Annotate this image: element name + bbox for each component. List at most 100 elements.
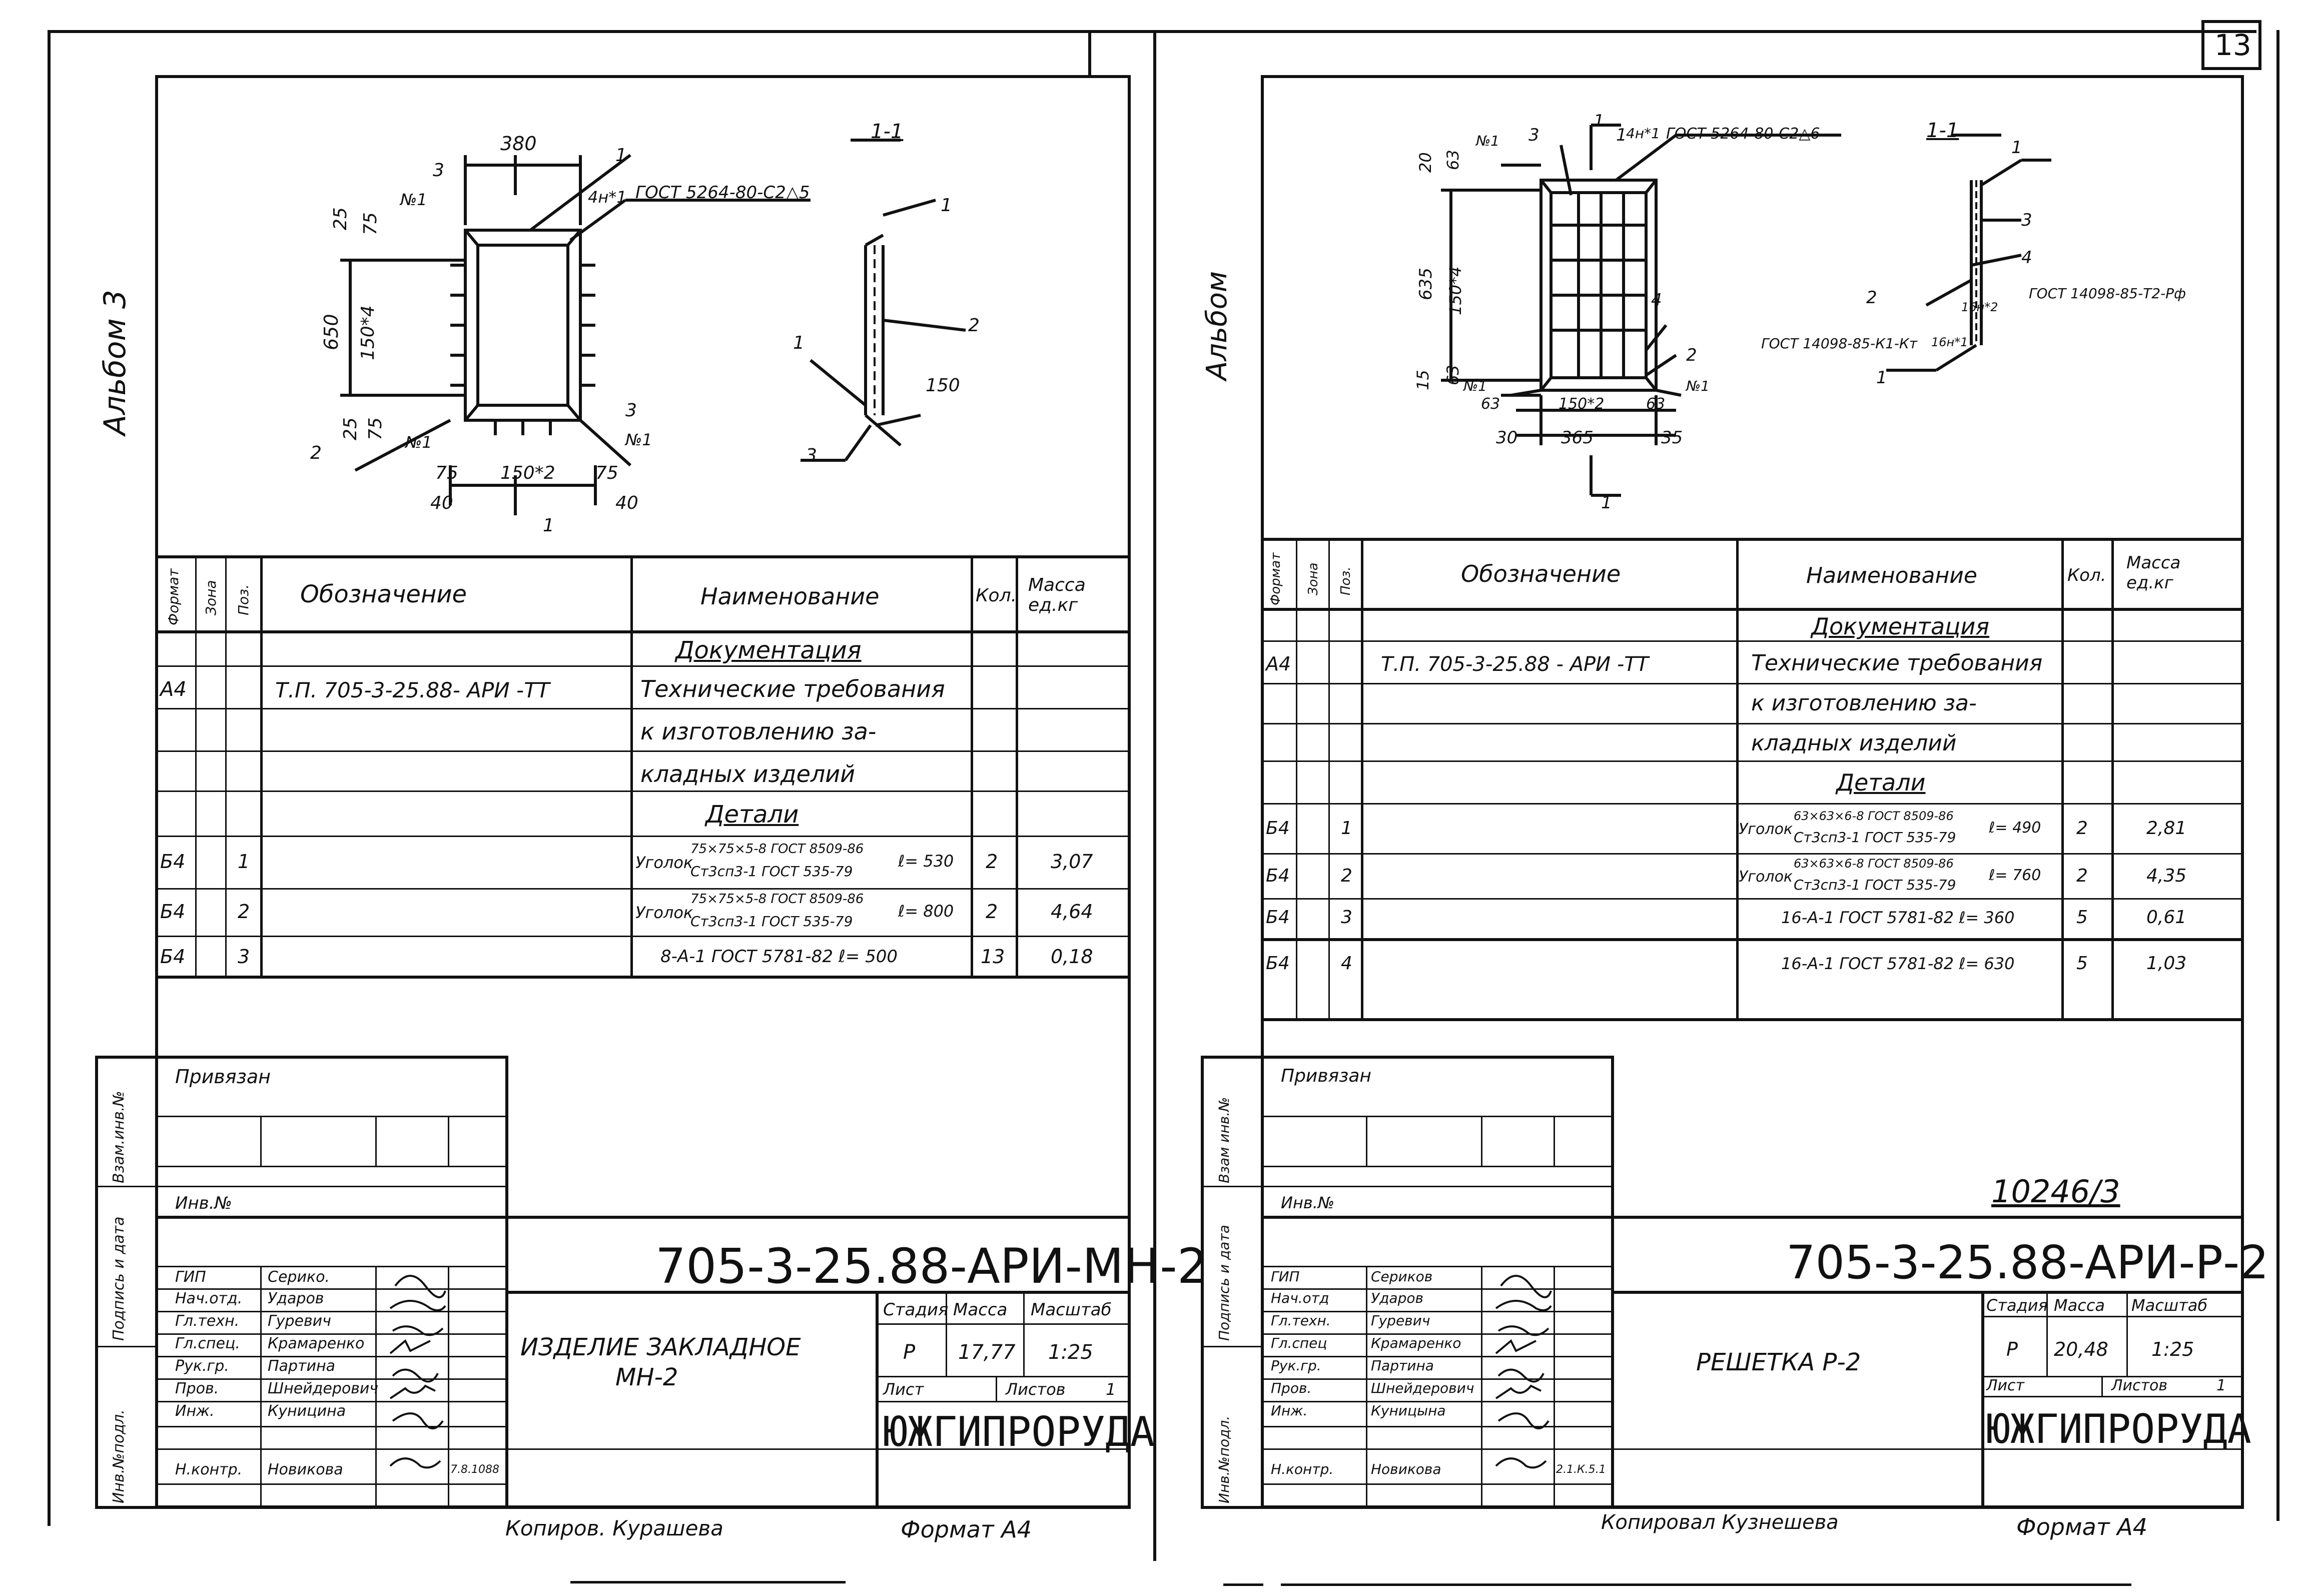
- left-num-n1-c: №1: [625, 430, 652, 449]
- right-r2-mass: 4,35: [2146, 866, 2187, 886]
- left-name-7: Новикова: [268, 1461, 343, 1478]
- left-role-7: Н.контр.: [175, 1461, 243, 1478]
- right-stage-header: Стадия: [1986, 1296, 2048, 1315]
- left-num-n1-b: №1: [405, 433, 432, 452]
- right-section-title: 1-1: [1926, 119, 1959, 142]
- left-side-label-2: Подпись и дата: [110, 1216, 128, 1341]
- left-doc-code: 705-3-25.88-АРИ-МН-2: [655, 1238, 1208, 1294]
- left-section-label-1: 1: [941, 195, 952, 216]
- right-r1-prefix: Уголок: [1739, 821, 1793, 838]
- right-footer-copied: Копировал Кузнешева: [1601, 1511, 1839, 1534]
- left-weld-note: ГОСТ 5264-80-С2△5: [635, 183, 810, 203]
- right-bound-label: Привязан: [1281, 1066, 1371, 1086]
- left-r1-format: Б4: [160, 851, 186, 873]
- left-r3-pos: 3: [238, 946, 250, 968]
- right-th-name: Наименование: [1806, 563, 1977, 588]
- right-gost-note-2: ГОСТ 14098-85-Т2-Рф: [2029, 285, 2186, 302]
- left-th-designation: Обозначение: [300, 580, 467, 608]
- right-weld-note: ГОСТ 5264-80-С2△6: [1666, 125, 1820, 143]
- left-section-label-2: 2: [968, 315, 980, 336]
- right-dim-150x2: 150*2: [1559, 395, 1605, 413]
- left-bound-label: Привязан: [175, 1066, 271, 1088]
- right-dim-30: 30: [1496, 428, 1518, 448]
- right-mass: 20,48: [2054, 1338, 2108, 1360]
- right-r4-qty: 5: [2076, 953, 2088, 974]
- outer-right-border: [2276, 30, 2279, 1521]
- right-gost-note-1: ГОСТ 14098-85-К1-Кт: [1761, 335, 1918, 352]
- right-doc-name-1: Технические требования: [1751, 650, 2043, 676]
- right-section-label-4: 4: [2021, 248, 2032, 268]
- right-dim-63d: 63: [1646, 395, 1666, 413]
- right-r1-qty: 2: [2076, 818, 2088, 839]
- outer-top-border-left: [48, 30, 1153, 33]
- right-doc-name-2: к изготовлению за-: [1751, 690, 1977, 716]
- right-dim-35: 35: [1661, 428, 1683, 448]
- center-divider: [1153, 30, 1156, 1561]
- left-r1-mass: 3,07: [1051, 851, 1093, 873]
- right-title-1: РЕШЕТКА Р-2: [1696, 1348, 1861, 1376]
- right-section-label-3: 3: [2021, 210, 2032, 230]
- left-r2-format: Б4: [160, 901, 186, 923]
- right-r4-pos: 4: [1341, 953, 1352, 974]
- right-details-section: Детали: [1836, 769, 1926, 796]
- right-title-block: Взам инв.№ Подпись и дата Инв.№подл. При…: [1201, 1056, 2269, 1511]
- left-mass: 17,77: [958, 1341, 1016, 1364]
- left-doc-name-1: Технические требования: [640, 675, 945, 702]
- right-role-0: ГИП: [1271, 1268, 1300, 1285]
- left-doc-format: А4: [160, 678, 187, 701]
- right-label-1: 1: [1616, 125, 1627, 145]
- page-number: 13: [2214, 28, 2251, 62]
- right-sheet-label: Лист: [1986, 1377, 2025, 1394]
- left-side-label-3: Инв.№подл.: [110, 1409, 128, 1503]
- left-r3-format: Б4: [160, 946, 186, 968]
- left-dim-40a: 40: [430, 493, 453, 513]
- left-r2-top: 75×75×5-8 ГОСТ 8509-86: [690, 892, 864, 907]
- right-scale-header: Масштаб: [2131, 1296, 2208, 1315]
- right-dim-20: 20: [1416, 152, 1435, 173]
- left-role-6: Инж.: [175, 1402, 215, 1420]
- left-th-zone: Зона: [203, 580, 219, 615]
- right-side-label-3: Инв.№подл.: [1216, 1415, 1232, 1503]
- left-sheet-label: Лист: [883, 1380, 924, 1399]
- right-section-label-2: 2: [1866, 288, 1877, 308]
- right-th-pos: Поз.: [1338, 566, 1353, 595]
- left-sheets: 1: [1106, 1380, 1116, 1399]
- right-r1-pos: 1: [1341, 818, 1352, 839]
- left-label-3-top: 3: [433, 160, 444, 181]
- right-th-mass: Масса ед.кг: [2126, 553, 2181, 593]
- left-dim-75a: 75: [360, 212, 381, 235]
- right-dim-635: 635: [1416, 268, 1436, 300]
- left-label-1-top: 1: [615, 145, 627, 166]
- left-doc-section: Документация: [675, 636, 862, 664]
- left-r2-prefix: Уголок: [635, 903, 693, 922]
- left-side-label-1: Взам.инв.№: [110, 1091, 128, 1183]
- left-name-0: Серико.: [268, 1268, 330, 1286]
- left-footer-copied: Копиров. Курашева: [505, 1516, 723, 1540]
- left-name-4: Партина: [268, 1357, 335, 1375]
- bottom-rule-mid: [1223, 1583, 1263, 1586]
- top-tab-line: [1088, 30, 1091, 75]
- left-label-2: 2: [310, 443, 322, 463]
- left-title-block: Взам.инв.№ Подпись и дата Инв.№подл. При…: [95, 1056, 1208, 1511]
- right-r1-length: ℓ= 490: [1989, 819, 2041, 837]
- right-role-2: Гл.техн.: [1271, 1312, 1331, 1329]
- left-doc-name-3: кладных изделий: [640, 760, 856, 787]
- right-name-5: Шнейдерович: [1371, 1380, 1474, 1396]
- bottom-rule-left: [570, 1581, 846, 1583]
- right-th-designation: Обозначение: [1461, 560, 1621, 587]
- right-r4-format: Б4: [1266, 953, 1290, 974]
- right-sheets: 1: [2216, 1377, 2226, 1394]
- left-signatures: [389, 1275, 446, 1469]
- right-side-label-2: Подпись и дата: [1216, 1225, 1232, 1341]
- right-r3-name: 16-А-1 ГОСТ 5781-82 ℓ= 360: [1781, 908, 2015, 927]
- right-th-format: Формат: [1268, 552, 1283, 606]
- left-role-1: Нач.отд.: [175, 1290, 243, 1307]
- left-r1-qty: 2: [986, 851, 998, 873]
- right-dim-365: 365: [1561, 428, 1594, 448]
- left-details-section: Детали: [705, 801, 799, 829]
- left-dim-380: 380: [500, 133, 537, 155]
- right-r2-format: Б4: [1266, 866, 1290, 886]
- left-r2-length: ℓ= 800: [898, 902, 954, 921]
- left-dim-150-section: 150: [926, 375, 960, 396]
- left-r1-prefix: Уголок: [635, 853, 693, 872]
